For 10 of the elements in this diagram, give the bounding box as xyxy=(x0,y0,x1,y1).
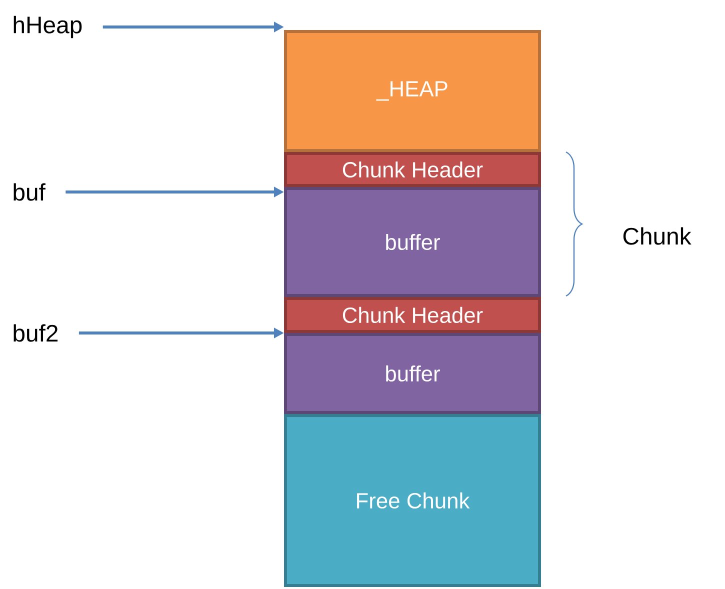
buffer-block: buffer xyxy=(284,187,541,297)
pointer-label: hHeap xyxy=(14,16,82,38)
buffer-block: buffer xyxy=(284,333,541,414)
pointer-label: buf xyxy=(14,183,46,201)
header-block: Chunk Header xyxy=(284,297,541,333)
brace-label: Chunk xyxy=(623,227,692,245)
header-block: Chunk Header xyxy=(284,152,541,187)
heap-block: _HEAP xyxy=(284,30,541,152)
pointer-label: buf2 xyxy=(14,324,58,342)
free-chunk-block: Free Chunk xyxy=(284,414,541,587)
